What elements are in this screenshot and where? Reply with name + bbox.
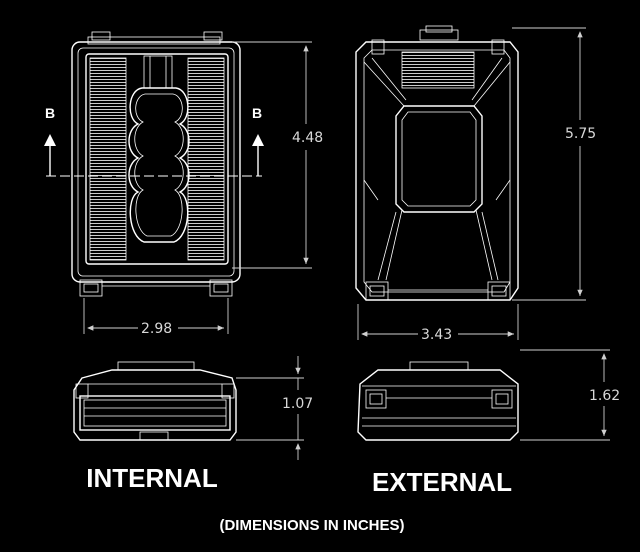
section-mark-right: B [252,105,262,121]
internal-height-dimension [232,41,312,269]
units-note: (DIMENSIONS IN INCHES) [219,517,404,534]
internal-side-height-value: 1.07 [282,396,313,412]
external-height-dimension [512,27,586,301]
left-rib-panel [90,58,126,260]
external-label: EXTERNAL [372,467,512,497]
right-rib-panel [188,58,224,260]
internal-top-view [44,31,264,297]
external-side-height-dimension [520,349,610,441]
section-mark-left: B [45,105,55,121]
external-side-view [357,361,519,441]
external-side-height-value: 1.62 [589,388,620,404]
external-width-dimension [357,304,519,340]
external-width-value: 3.43 [421,327,452,343]
internal-side-height-dimension [236,356,304,460]
internal-label: INTERNAL [86,463,218,493]
cavity-outline [128,87,190,243]
external-top-view [355,25,519,301]
internal-side-view [73,361,237,441]
internal-width-value: 2.98 [141,321,172,337]
internal-width-dimension [83,298,229,334]
internal-height-value: 4.48 [292,130,323,146]
top-rib-band [402,52,474,88]
external-height-value: 5.75 [565,126,596,142]
